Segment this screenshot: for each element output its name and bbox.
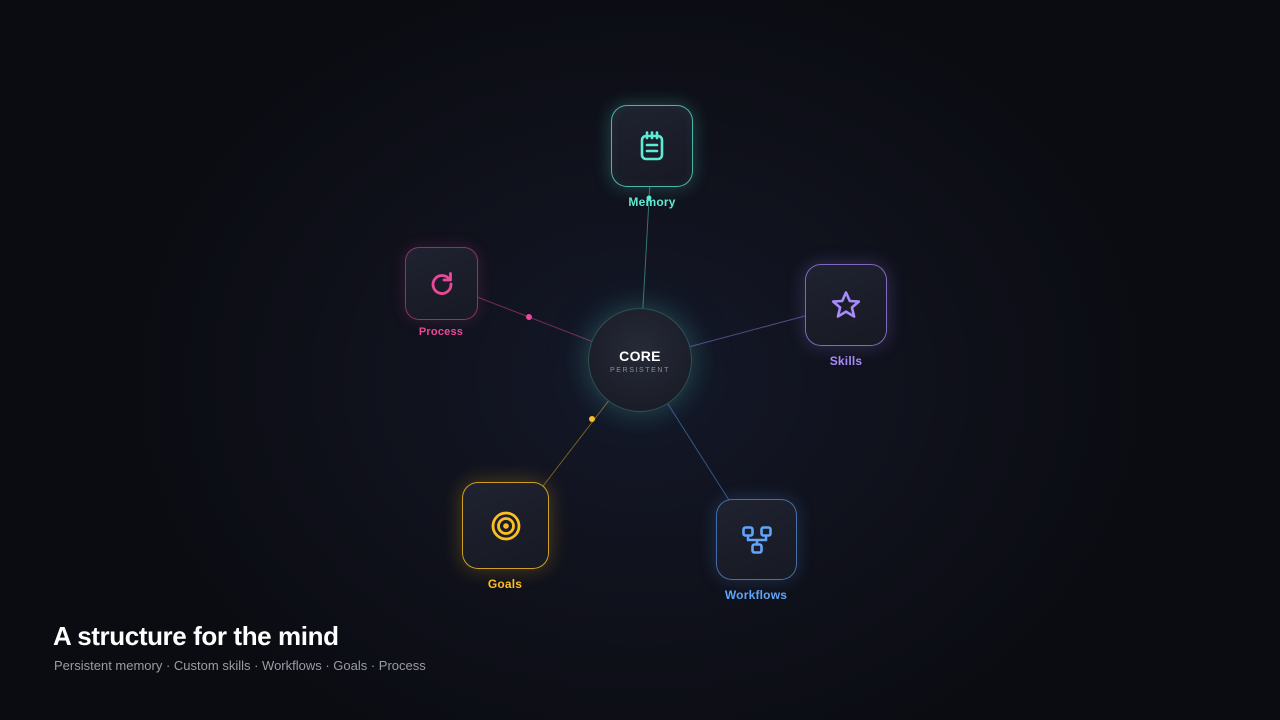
- pulse-dot-process: [526, 314, 532, 320]
- notepad-icon: [639, 131, 665, 161]
- core-subtitle: PERSISTENT: [610, 367, 670, 374]
- memory-node[interactable]: [611, 105, 693, 187]
- process-label: Process: [418, 326, 464, 338]
- pulse-dot-memory: [646, 195, 652, 201]
- skills-node[interactable]: [805, 264, 887, 346]
- target-icon: [490, 510, 522, 542]
- workflows-label: Workflows: [724, 588, 788, 602]
- tagline: Persistent memory · Custom skills · Work…: [54, 658, 426, 673]
- goals-label: Goals: [487, 577, 523, 591]
- flowchart-icon: [741, 525, 773, 555]
- headline: A structure for the mind: [53, 621, 339, 651]
- skills-label: Skills: [829, 354, 863, 368]
- goals-node[interactable]: [462, 482, 549, 569]
- refresh-icon: [428, 270, 456, 298]
- core-node[interactable]: CORE PERSISTENT: [588, 308, 692, 412]
- process-node[interactable]: [405, 247, 478, 320]
- core-title: CORE: [619, 348, 661, 364]
- pulse-dot-goals: [589, 416, 595, 422]
- star-icon: [830, 290, 862, 320]
- memory-label: Memory: [628, 195, 676, 209]
- workflows-node[interactable]: [716, 499, 797, 580]
